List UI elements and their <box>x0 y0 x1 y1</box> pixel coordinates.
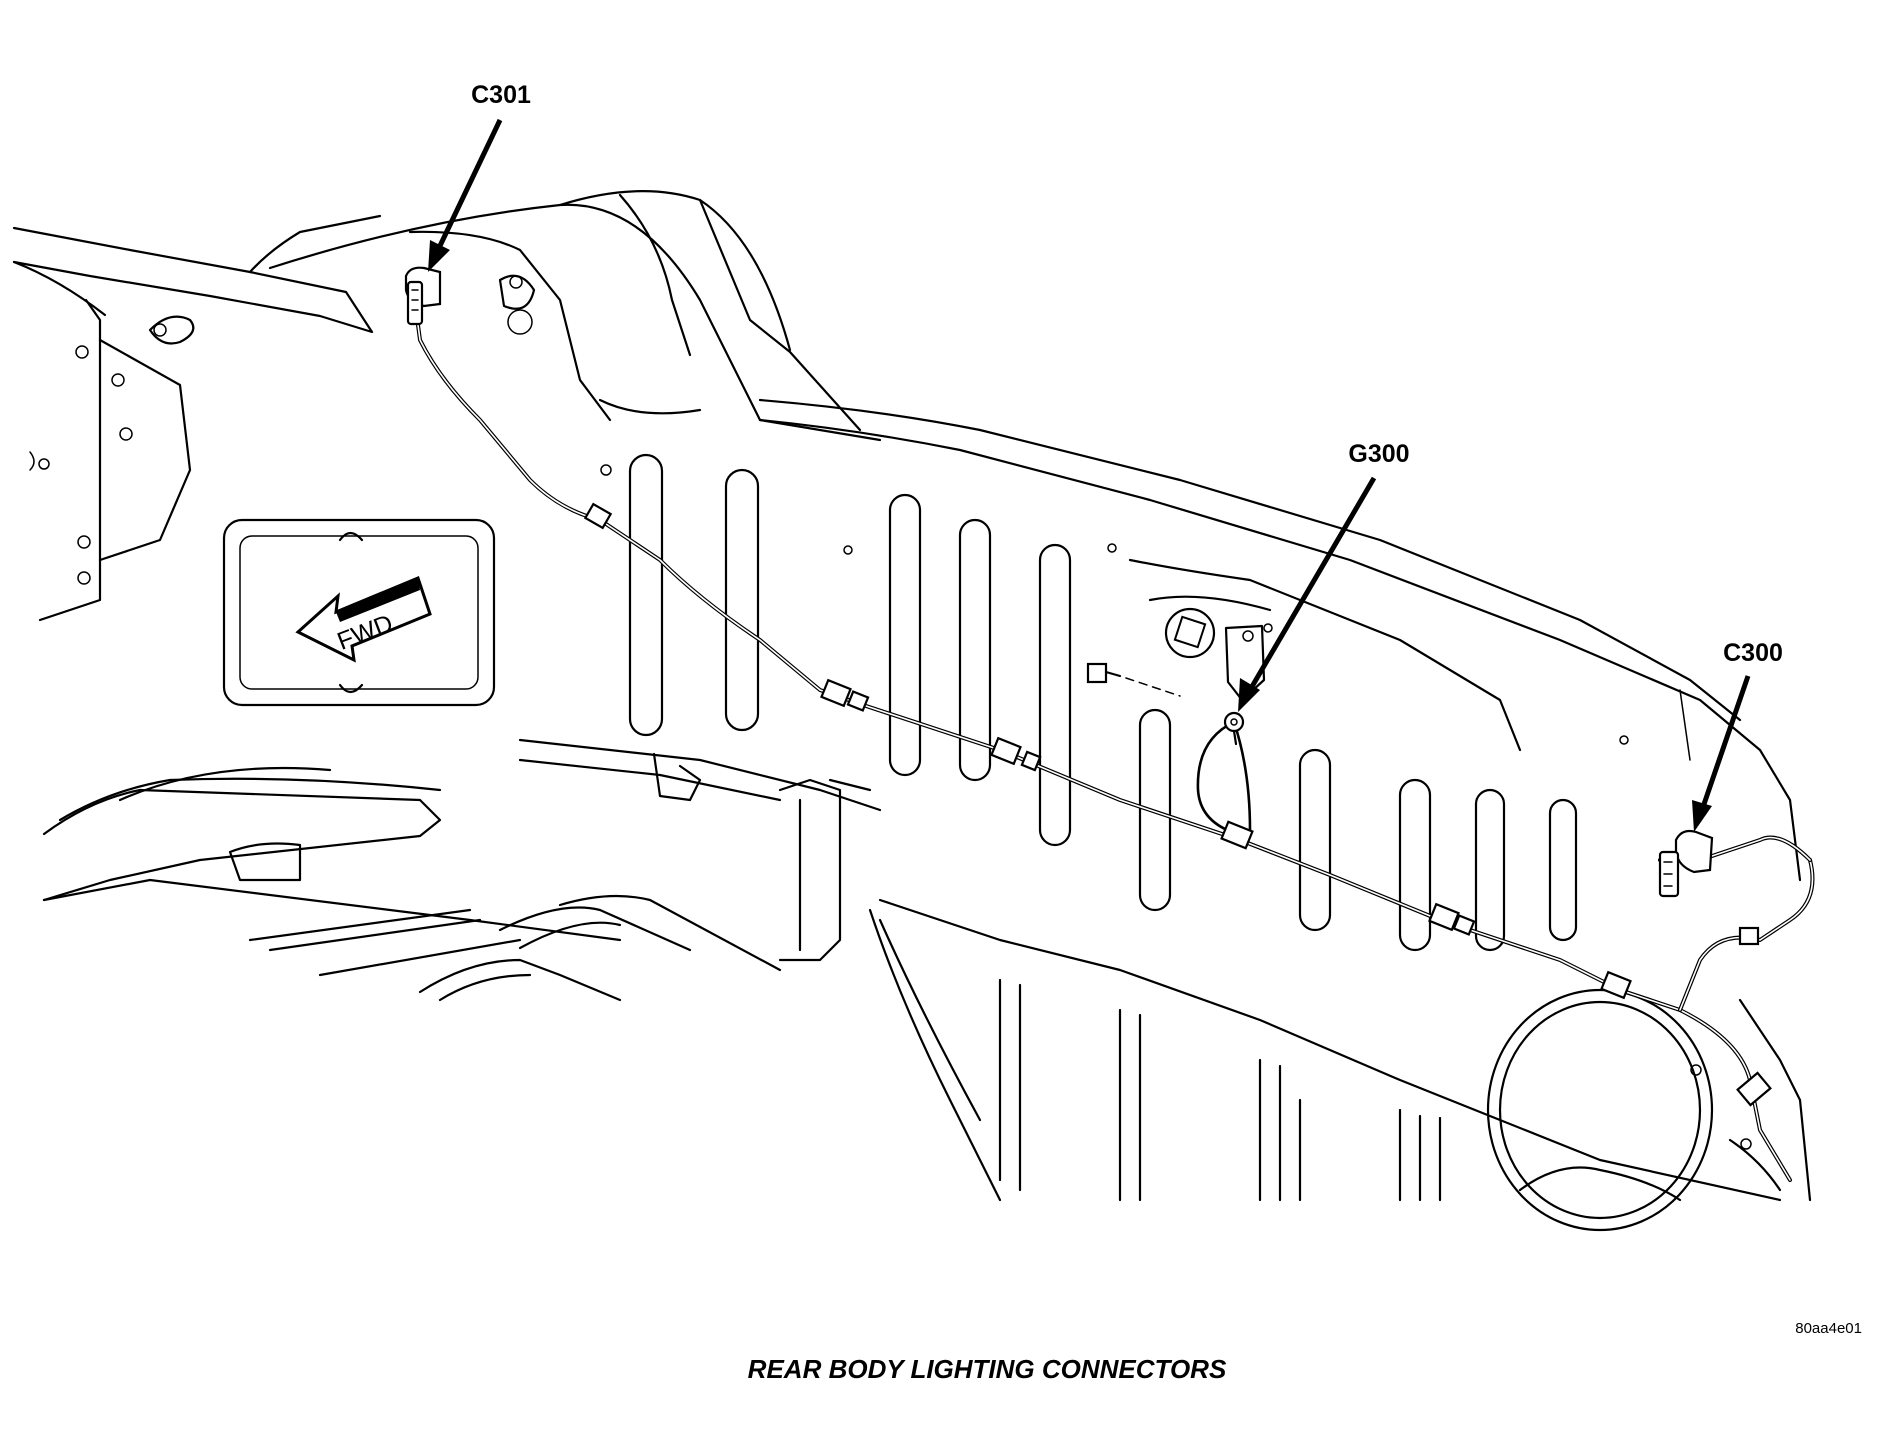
figure-caption: REAR BODY LIGHTING CONNECTORS <box>748 1354 1227 1384</box>
callout-g300-label: G300 <box>1348 440 1409 468</box>
quarter-inner-panel <box>29 298 195 622</box>
callout-g300: G300 <box>1238 440 1410 712</box>
upper-body <box>268 190 882 476</box>
lower-bed-structure <box>518 738 1812 1232</box>
callout-c300-label: C300 <box>1723 639 1783 667</box>
c301-arrowhead <box>428 240 450 272</box>
callout-c301: C301 <box>428 81 531 272</box>
bed-floor <box>42 766 782 1002</box>
connector-c300 <box>1658 829 1714 898</box>
fwd-arrow-icon: FWD <box>295 575 432 663</box>
harness-clips <box>583 502 1772 1107</box>
connector-c301 <box>404 266 442 326</box>
callout-c301-label: C301 <box>471 81 531 109</box>
figure-id: 80aa4e01 <box>1795 1320 1862 1337</box>
screw <box>1086 662 1181 697</box>
rear-panel-top-edge <box>758 398 1802 882</box>
roof-rail <box>12 214 382 334</box>
fwd-decal: FWD <box>222 518 496 707</box>
c300-arrowhead <box>1692 800 1712 832</box>
ground-g300 <box>1223 711 1245 746</box>
callout-c300: C300 <box>1692 639 1783 832</box>
g300-arrowhead <box>1238 678 1260 712</box>
lamp-opening <box>1128 558 1522 752</box>
panel-ribs <box>628 453 1629 952</box>
wiring-harness <box>414 308 1815 1182</box>
